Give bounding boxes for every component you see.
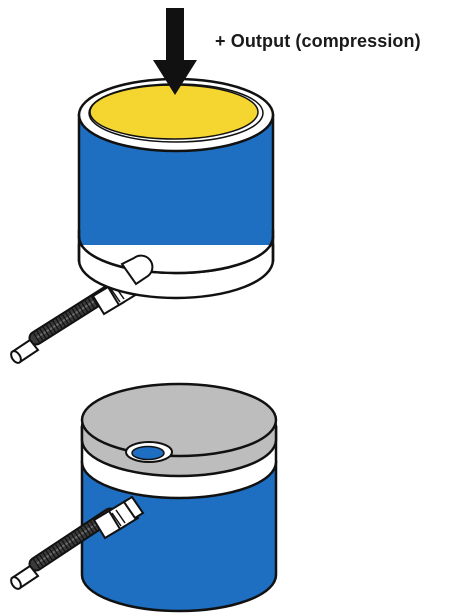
output-compression-label: + Output (compression)	[215, 31, 421, 51]
cable-end-upper	[10, 338, 40, 364]
connector-lower	[92, 495, 145, 540]
cable-end-lower	[10, 564, 40, 590]
center-hole	[131, 445, 165, 461]
load-cell-compression	[10, 77, 275, 364]
load-cell-through-hole	[10, 382, 278, 613]
cable-lower	[10, 495, 145, 590]
down-arrow-icon	[153, 8, 197, 95]
